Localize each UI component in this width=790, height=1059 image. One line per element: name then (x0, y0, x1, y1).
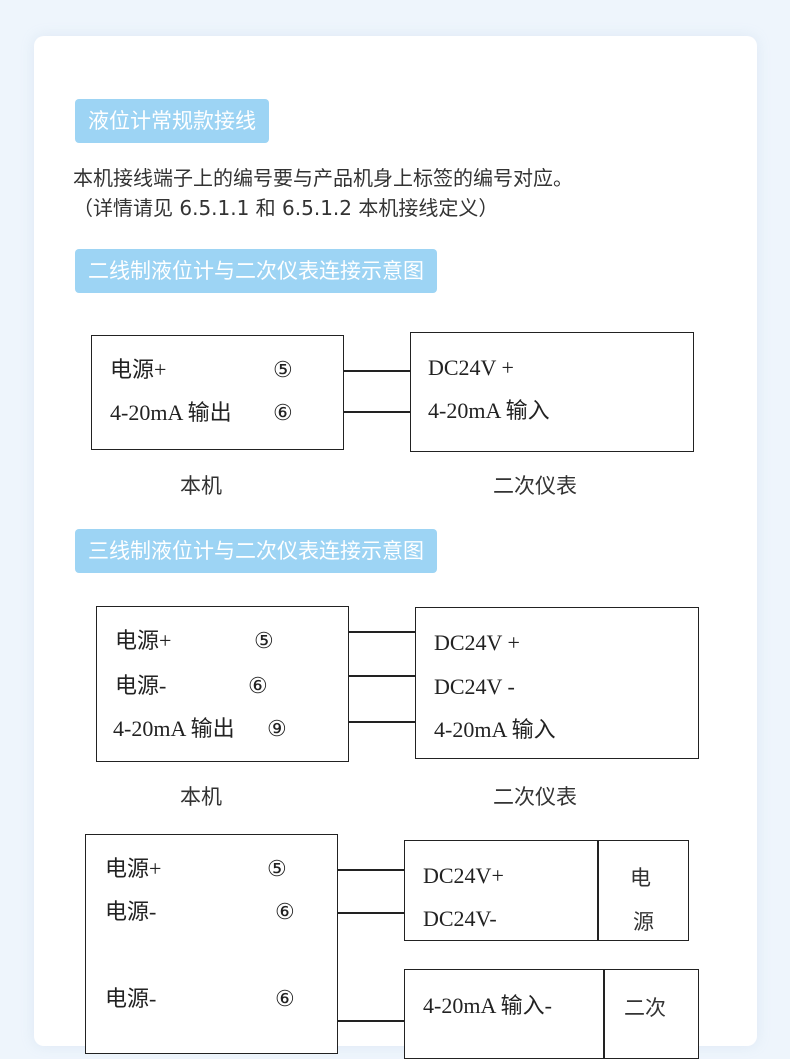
terminal-label: 电源- (105, 986, 157, 1011)
terminal-number: ⑤ (267, 856, 287, 881)
wire (338, 869, 405, 871)
power-terminal: DC24V- (423, 906, 497, 931)
terminal-label: 电源- (105, 899, 157, 924)
wire (338, 1020, 405, 1022)
power-supply-label: 源 (633, 910, 654, 934)
terminal-number: ⑨ (267, 716, 287, 741)
terminal-number: ⑥ (248, 673, 268, 698)
meter-caption: 二次仪表 (493, 785, 577, 809)
section-tag-3wire: 三线制液位计与二次仪表连接示意图 (75, 529, 437, 573)
box-divider (597, 840, 599, 941)
device-caption: 本机 (180, 474, 222, 498)
device-caption: 本机 (180, 785, 222, 809)
wire (349, 675, 416, 677)
power-supply-label: 电 (630, 866, 651, 890)
section-tag-wiring: 液位计常规款接线 (75, 99, 269, 143)
meter-box (410, 332, 694, 452)
terminal-label: 电源+ (115, 628, 172, 653)
terminal-number: ⑥ (275, 899, 295, 924)
meter-terminal: 4-20mA 输入 (428, 398, 550, 423)
terminal-label: 4-20mA 输出 (113, 716, 235, 741)
wire (344, 370, 411, 372)
meter-terminal: 4-20mA 输入 (434, 717, 556, 742)
meter-label: 二次 (624, 996, 666, 1020)
terminal-number: ⑥ (273, 400, 293, 425)
wire (349, 721, 416, 723)
terminal-number: ⑤ (273, 357, 293, 382)
meter-terminal: DC24V + (428, 355, 514, 380)
wire (344, 411, 411, 413)
terminal-number: ⑤ (254, 628, 274, 653)
device-box (91, 335, 344, 450)
terminal-label: 电源- (115, 673, 167, 698)
terminal-label: 4-20mA 输出 (110, 400, 232, 425)
wire (338, 912, 405, 914)
device-box (85, 834, 338, 1054)
meter-terminal: DC24V + (434, 630, 520, 655)
terminal-label: 电源+ (110, 357, 167, 382)
meter-terminal: 4-20mA 输入- (423, 993, 552, 1018)
meter-caption: 二次仪表 (493, 474, 577, 498)
intro-line-1: 本机接线端子上的编号要与产品机身上标签的编号对应。 (73, 166, 573, 190)
meter-box (415, 607, 699, 759)
terminal-number: ⑥ (275, 986, 295, 1011)
section-tag-2wire: 二线制液位计与二次仪表连接示意图 (75, 249, 437, 293)
box-divider (603, 969, 605, 1059)
meter-terminal: DC24V - (434, 674, 515, 699)
wire (349, 631, 416, 633)
terminal-label: 电源+ (105, 856, 162, 881)
power-terminal: DC24V+ (423, 863, 504, 888)
power-supply-box (404, 840, 689, 941)
device-box (96, 606, 349, 762)
intro-line-2: （详情请见 6.5.1.1 和 6.5.1.2 本机接线定义） (73, 196, 499, 220)
